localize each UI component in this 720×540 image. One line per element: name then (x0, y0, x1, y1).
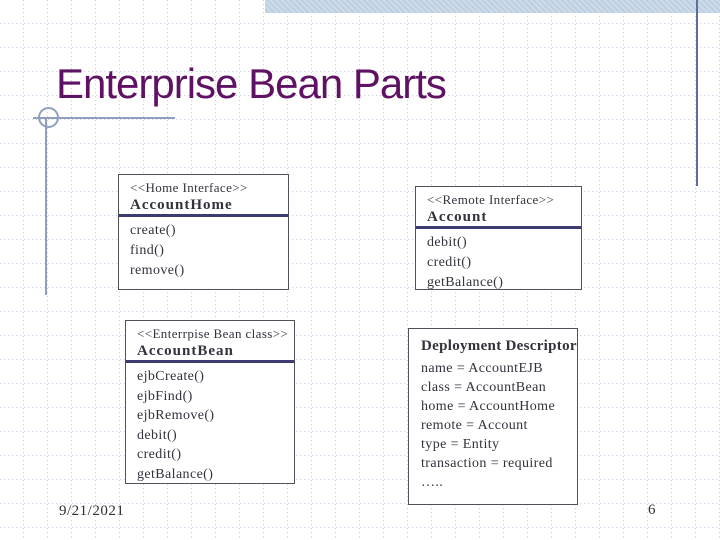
member-item: getBalance() (427, 275, 504, 290)
remote-interface-stereotype: <<Remote Interface>> (427, 192, 555, 207)
slide-title: Enterprise Bean Parts (56, 60, 447, 107)
descriptor-entry: home = AccountHome (421, 399, 556, 414)
remote-interface-members: debit() credit() getBalance() (416, 229, 581, 290)
remote-interface-box: <<Remote Interface>> Account debit() cre… (415, 186, 582, 290)
member-item: remove() (130, 263, 185, 278)
bean-class-header: <<Enterrpise Bean class>> AccountBean (126, 321, 294, 360)
member-item: debit() (137, 427, 178, 443)
circle-ornament (38, 107, 59, 128)
deployment-descriptor-title: Deployment Descriptor (421, 338, 577, 354)
home-interface-members: create() find() remove() (119, 217, 288, 281)
descriptor-entry: type = Entity (421, 437, 500, 452)
home-interface-divider (119, 214, 288, 217)
remote-interface-divider (416, 226, 581, 229)
bean-class-box: <<Enterrpise Bean class>> AccountBean ej… (125, 320, 295, 484)
left-vertical-ornament (45, 117, 47, 295)
top-accent-band (265, 0, 720, 13)
bean-class-divider (126, 360, 294, 363)
bean-class-members: ejbCreate() ejbFind() ejbRemove() debit(… (126, 363, 294, 483)
deployment-descriptor-box: Deployment Descriptor name = AccountEJB … (408, 328, 578, 505)
bean-class-stereotype: <<Enterrpise Bean class>> (137, 326, 289, 341)
descriptor-entry: ….. (421, 475, 444, 490)
member-item: credit() (427, 255, 472, 270)
descriptor-entry: class = AccountBean (421, 380, 547, 395)
member-item: credit() (137, 447, 182, 462)
member-item: debit() (427, 235, 468, 250)
home-interface-name: AccountHome (130, 197, 233, 213)
title-underline-ornament (33, 117, 175, 119)
member-item: ejbRemove() (137, 408, 215, 423)
remote-interface-header: <<Remote Interface>> Account (416, 187, 581, 226)
page-number: 6 (648, 502, 656, 518)
member-item: ejbFind() (137, 388, 193, 404)
home-interface-box: <<Home Interface>> AccountHome create() … (118, 174, 289, 290)
descriptor-entry: name = AccountEJB (421, 361, 544, 376)
member-item: ejbCreate() (137, 369, 205, 384)
member-item: create() (130, 223, 176, 238)
descriptor-entry: transaction = required (421, 456, 553, 471)
home-interface-stereotype: <<Home Interface>> (130, 180, 248, 195)
deployment-descriptor-entries: name = AccountEJB class = AccountBean ho… (421, 359, 573, 492)
member-item: find() (130, 243, 165, 258)
member-item: getBalance() (137, 466, 214, 482)
right-accent-line (696, 0, 698, 186)
home-interface-header: <<Home Interface>> AccountHome (119, 175, 288, 214)
descriptor-entry: remote = Account (421, 418, 528, 433)
bean-class-name: AccountBean (137, 343, 234, 359)
remote-interface-name: Account (427, 209, 488, 225)
footer-date: 9/21/2021 (59, 503, 125, 519)
